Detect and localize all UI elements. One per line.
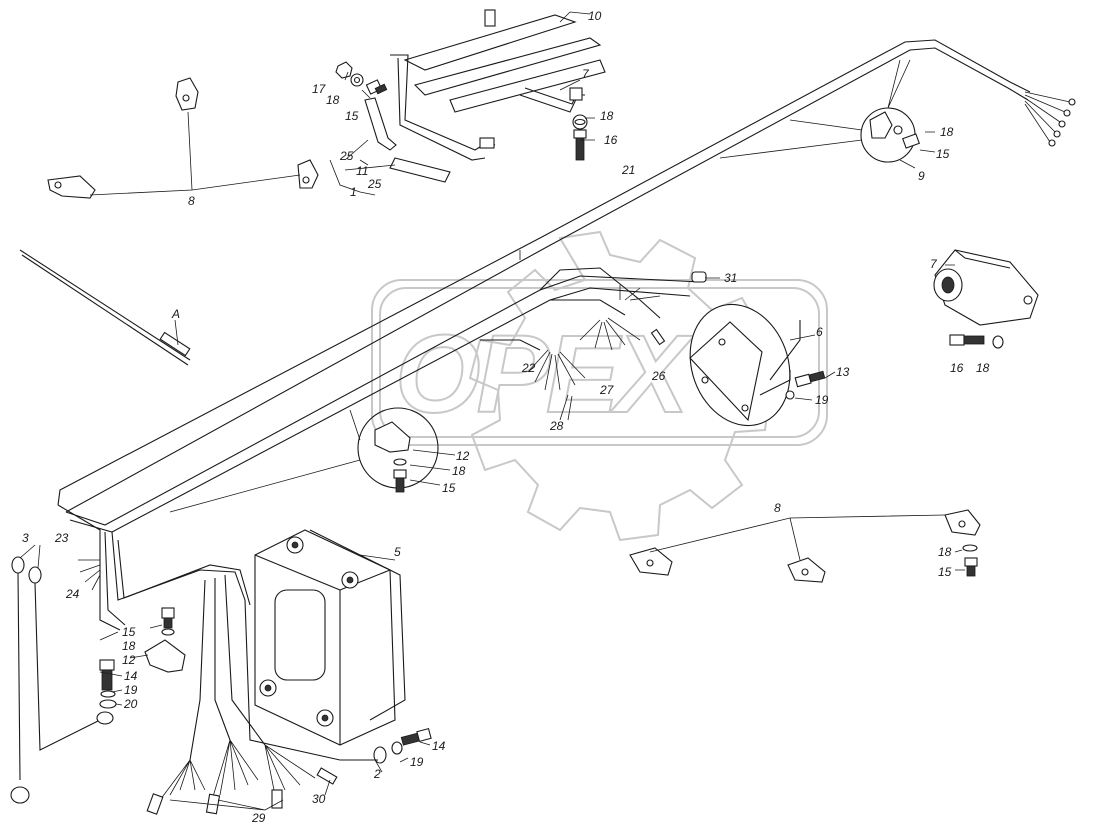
- part-labels: 10 7 17 18 15 18 16 25 11 25 1 8 21 18 1…: [22, 9, 990, 825]
- label-15-center: 15: [442, 481, 456, 495]
- label-13: 13: [836, 365, 850, 379]
- label-8-right: 8: [774, 501, 781, 515]
- label-1: 1: [350, 185, 357, 199]
- label-15-top: 15: [345, 109, 359, 123]
- label-20: 20: [123, 697, 138, 711]
- label-21: 21: [621, 163, 635, 177]
- label-26: 26: [651, 369, 666, 383]
- label-14-bottom: 14: [432, 739, 446, 753]
- label-16-top: 16: [604, 133, 618, 147]
- label-8-left: 8: [188, 194, 195, 208]
- clamp-set-8-left: [47, 77, 319, 199]
- label-16-right: 16: [950, 361, 964, 375]
- hardware-bottom: [244, 599, 432, 764]
- label-15-left: 15: [122, 625, 136, 639]
- wire-bundles-29-30: [146, 574, 338, 815]
- label-12-left: 12: [122, 653, 136, 667]
- label-5: 5: [394, 545, 401, 559]
- label-17: 17: [312, 82, 327, 96]
- connector-7: [933, 249, 1039, 349]
- leader-lines: [19, 11, 965, 811]
- label-18-top: 18: [326, 93, 340, 107]
- detail-circle-12: [169, 407, 439, 513]
- cylinder-6: [689, 303, 826, 427]
- earth-straps-3: [10, 556, 114, 804]
- label-19-bottom: 19: [410, 755, 424, 769]
- label-7-top: 7: [582, 67, 590, 81]
- label-15-clamp: 15: [938, 565, 952, 579]
- wire-ends-23-24: [78, 559, 101, 591]
- detail-circle-9: [719, 59, 920, 163]
- watermark-text: OPEX: [395, 313, 694, 436]
- bracket-assembly-1: [364, 9, 606, 183]
- label-10: 10: [588, 9, 602, 23]
- label-19-right: 19: [815, 393, 829, 407]
- label-18-right: 18: [976, 361, 990, 375]
- label-24: 24: [65, 587, 80, 601]
- label-2: 2: [373, 767, 381, 781]
- label-18-center: 18: [452, 464, 466, 478]
- label-29: 29: [251, 811, 266, 825]
- label-18-bracket: 18: [600, 109, 614, 123]
- label-23: 23: [54, 531, 69, 545]
- label-12-center: 12: [456, 449, 470, 463]
- label-11: 11: [356, 164, 368, 178]
- harness-end-terminals: [1024, 91, 1076, 147]
- label-25-upper: 25: [339, 149, 354, 163]
- bracket-hardware: [335, 61, 588, 161]
- label-3: 3: [22, 531, 29, 545]
- hardware-left: [99, 607, 186, 709]
- label-25-lower: 25: [367, 177, 382, 191]
- label-31: 31: [724, 271, 737, 285]
- label-a: A: [171, 307, 180, 321]
- label-18-clamp: 18: [938, 545, 952, 559]
- label-15-detail: 15: [936, 147, 950, 161]
- label-7-connector: 7: [930, 257, 938, 271]
- relay-box-5: [254, 529, 406, 746]
- main-harness-21: [57, 39, 1031, 631]
- label-14-left: 14: [124, 669, 138, 683]
- label-19-left: 19: [124, 683, 138, 697]
- label-30: 30: [312, 792, 326, 806]
- label-27: 27: [599, 383, 615, 397]
- clamp-set-8-right: [629, 509, 981, 583]
- label-22: 22: [521, 361, 536, 375]
- label-9: 9: [918, 169, 925, 183]
- rod-a: [19, 249, 191, 366]
- watermark-gear: [371, 230, 828, 542]
- wire-bundles-center: [527, 271, 707, 421]
- label-28: 28: [549, 419, 564, 433]
- label-6: 6: [816, 325, 823, 339]
- label-18-detail: 18: [940, 125, 954, 139]
- label-18-left: 18: [122, 639, 136, 653]
